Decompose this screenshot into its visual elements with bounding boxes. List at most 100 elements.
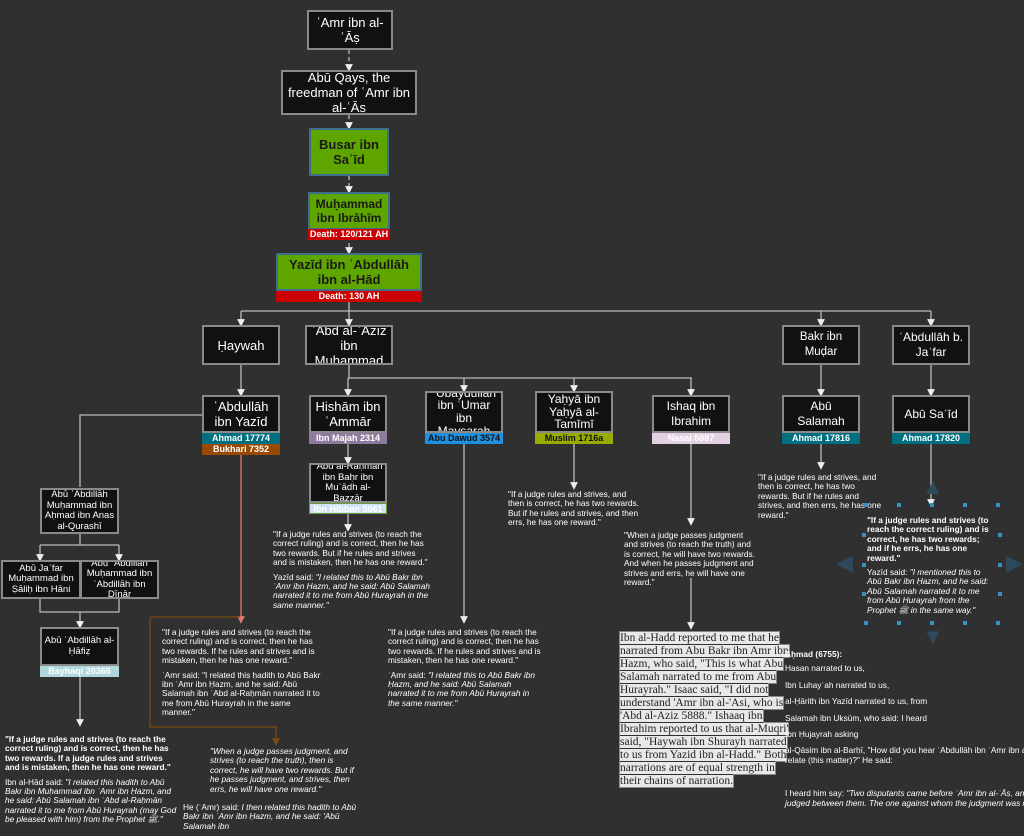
haywah-text: "When a judge passes judgment, and striv… bbox=[210, 746, 362, 799]
node-abu-abdillah-al-hafiz[interactable]: Abū ʿAbdillāh al-Ḥāfiẓ bbox=[40, 627, 119, 666]
node-label: Busar ibn Saʿīd bbox=[319, 137, 379, 167]
connect-arrow-down-icon[interactable]: ▼ bbox=[922, 624, 944, 649]
nasai-note-selected-text[interactable]: Ibn al-Hadd reported to me that he narra… bbox=[619, 631, 792, 788]
connect-arrow-left-icon[interactable]: ◀ bbox=[836, 550, 853, 575]
node-abd-al-rahman-ibn-bahr[interactable]: ʿAbd al-Raḥmān ibn Baḥr ibn Muʿādh al-Ba… bbox=[309, 463, 387, 503]
resize-handle[interactable] bbox=[963, 621, 967, 625]
resize-handle[interactable] bbox=[996, 621, 1000, 625]
node-abu-salamah[interactable]: Abū Salamah bbox=[782, 395, 860, 433]
node-label: Abū Salamah bbox=[797, 399, 845, 428]
quote-text: "Two disputants came before ʿAmr ibn al-… bbox=[785, 788, 1024, 808]
node-label: ʿUbaydullāh ibn ʿUmar ibn Maysarah bbox=[431, 391, 497, 433]
ahmad-17816-text: "If a judge rules and strives, and then … bbox=[758, 472, 886, 525]
note-quote: "I related this to Abū Bakr ibn Ḥazm, an… bbox=[388, 669, 535, 708]
connect-arrow-up-icon[interactable]: ▲ bbox=[922, 474, 944, 499]
resize-handle[interactable] bbox=[998, 533, 1002, 537]
chain-line: Salamah ibn Uksūm, who said: I heard bbox=[785, 712, 928, 723]
node-label: Yazīd ibn ʿAbdullāh ibn al-Hād bbox=[289, 257, 409, 287]
node-hisham-ibn-ammar[interactable]: Hishām ibn ʿAmmār bbox=[309, 395, 387, 433]
node-label: ʿAbdullāh ibn Yazīd bbox=[213, 399, 269, 429]
resize-handle[interactable] bbox=[862, 533, 866, 537]
resize-handle[interactable] bbox=[864, 503, 868, 507]
resize-handle[interactable] bbox=[897, 503, 901, 507]
matn-text: "When a judge passes judgment, and striv… bbox=[210, 746, 362, 794]
node-label: Yaḥyā ibn Yaḥyā al-Tamīmī bbox=[547, 392, 601, 432]
badge-ahmad-17820[interactable]: Ahmad 17820 bbox=[892, 433, 970, 444]
node-abu-jafar[interactable]: Abū Jaʿfar Muḥammad ibn Ṣāliḥ ibn Hāni bbox=[1, 560, 81, 599]
muslim-text: "If a judge rules and strives, and then … bbox=[508, 489, 643, 533]
node-label: ʿAbd al-ʿAzīz ibn Muḥammad bbox=[311, 325, 387, 365]
abu-dawud-text: "If a judge rules and strives (to reach … bbox=[388, 627, 543, 713]
matn-text: "If a judge rules and strives (to reach … bbox=[867, 515, 989, 563]
selected-text: Ibn al-Hadd reported to me that he narra… bbox=[619, 631, 790, 788]
note-quote: "I related this to Abū Bakr ibn ʿAmr ibn… bbox=[273, 571, 430, 610]
note-text: ʿAmr said: "I related this ḥadith to Abū… bbox=[162, 669, 321, 718]
resize-handle[interactable] bbox=[930, 503, 934, 507]
note-quote: "I mentioned this to Abū Bakr ibn Ḥazm, … bbox=[867, 567, 989, 615]
chain-line: Hasan narrated to us, bbox=[785, 663, 865, 674]
badge-bukhari-7352[interactable]: Bukhari 7352 bbox=[202, 444, 280, 455]
node-busar[interactable]: Busar ibn Saʿīd bbox=[309, 128, 389, 176]
node-amr-ibn-al-as[interactable]: ʿAmr ibn al-ʿĀṣ bbox=[307, 10, 393, 50]
note-prefix: Ibn al-Hād said: bbox=[5, 776, 66, 787]
resize-handle[interactable] bbox=[930, 621, 934, 625]
node-abu-said[interactable]: Abū Saʿīd bbox=[892, 395, 970, 433]
node-label: Hishām ibn ʿAmmār bbox=[315, 399, 381, 429]
matn-text: "If a judge rules and strives (to reach … bbox=[162, 627, 315, 666]
node-label: ʿAbdullāh b. Jaʿfar bbox=[898, 330, 964, 359]
node-abu-abdillah-ibn-dinar[interactable]: Abū ʿAbdillāh Muḥammad ibn ʿAbdillāh ibn… bbox=[80, 560, 159, 599]
node-qurashi[interactable]: Abū ʿAbdillāh Muḥammad ibn Aḥmad ibn Ana… bbox=[40, 488, 119, 534]
node-abu-qays[interactable]: Abū Qays, the freedman of ʿAmr ibn al-ʿĀ… bbox=[281, 70, 417, 115]
node-label: Muḥammad ibn Ibrāhīm bbox=[315, 197, 383, 225]
badge-ibn-hibban-5061[interactable]: Ibn Hibban 5061 bbox=[309, 503, 387, 514]
note-text: Yazīd said: "I mentioned this to Abū Bak… bbox=[867, 567, 995, 615]
node-bakr-ibn-mudar[interactable]: Bakr ibn Muḍar bbox=[782, 325, 860, 365]
node-label: ʿAmr ibn al-ʿĀṣ bbox=[316, 15, 384, 45]
node-label: Abū Saʿīd bbox=[904, 406, 958, 421]
note-text: Yazīd said: "I related this to Abū Bakr … bbox=[273, 571, 431, 611]
matn-text: "If a judge rules and strives (to reach … bbox=[273, 529, 428, 568]
resize-handle[interactable] bbox=[996, 503, 1000, 507]
ahmad-6755-text: Aḥmad (6755): Hasan narrated to us, Ibn … bbox=[785, 649, 1024, 813]
resize-handle[interactable] bbox=[862, 592, 866, 596]
matn-text: "If a judge rules and strives (to reach … bbox=[5, 734, 171, 773]
resize-handle[interactable] bbox=[864, 621, 868, 625]
badge-nasai-5887[interactable]: Nasai 5887 bbox=[652, 433, 730, 444]
badge-muslim-1716a[interactable]: Muslim 1716a bbox=[535, 433, 613, 444]
ibn-hibban-text: "If a judge rules and strives (to reach … bbox=[273, 529, 431, 615]
node-label: Abū ʿAbdillāh al-Ḥāfiẓ bbox=[44, 635, 115, 657]
matn-quote: "When a judge passes judgment, and striv… bbox=[210, 746, 354, 794]
connect-arrow-right-icon[interactable]: ▶ bbox=[1006, 550, 1023, 575]
resize-handle[interactable] bbox=[862, 563, 866, 567]
resize-handle[interactable] bbox=[998, 592, 1002, 596]
node-abdullah-ibn-yazid[interactable]: ʿAbdullāh ibn Yazīd bbox=[202, 395, 280, 433]
node-yazid-ibn-al-had[interactable]: Yazīd ibn ʿAbdullāh ibn al-Hād bbox=[276, 253, 422, 291]
matn-text: "If a judge rules and strives (to reach … bbox=[388, 627, 541, 666]
chain-line: al-Qāsim ibn al-Barḥī, "How did you hear… bbox=[785, 745, 1024, 765]
chain-line: al-Ḥārith ibn Yazīd narrated to us, from bbox=[785, 696, 928, 707]
node-label: Ishaq ibn Ibrahim bbox=[666, 399, 716, 428]
resize-handle[interactable] bbox=[963, 503, 967, 507]
chain-line: Ibn Ḥujayrah asking bbox=[785, 729, 859, 740]
note-text: Ibn al-Hād said: "I related this hadith … bbox=[5, 776, 177, 825]
badge-ahmad-17774[interactable]: Ahmad 17774 bbox=[202, 433, 280, 444]
node-ishaq-ibn-ibrahim[interactable]: Ishaq ibn Ibrahim bbox=[652, 395, 730, 433]
node-muhammad-ibn-ibrahim[interactable]: Muḥammad ibn Ibrāhīm bbox=[308, 192, 390, 230]
node-haywah[interactable]: Ḥaywah bbox=[202, 325, 280, 365]
resize-handle[interactable] bbox=[998, 563, 1002, 567]
node-label: Abū Jaʿfar Muḥammad ibn Ṣāliḥ ibn Hāni bbox=[8, 562, 74, 595]
badge-ibn-majah-2314[interactable]: Ibn Majah 2314 bbox=[309, 433, 387, 444]
node-ubaydullah[interactable]: ʿUbaydullāh ibn ʿUmar ibn Maysarah bbox=[425, 391, 503, 433]
node-abd-al-aziz[interactable]: ʿAbd al-ʿAzīz ibn Muḥammad bbox=[305, 325, 393, 365]
node-abdullah-b-jafar[interactable]: ʿAbdullāh b. Jaʿfar bbox=[892, 325, 970, 365]
quote-prefix: I heard him say: bbox=[785, 788, 847, 799]
resize-handle[interactable] bbox=[897, 621, 901, 625]
badge-abu-dawud-3574[interactable]: Abu Dawud 3574 bbox=[425, 433, 503, 444]
death-badge: Death: 130 AH bbox=[276, 291, 422, 302]
badge-ahmad-17816[interactable]: Ahmad 17816 bbox=[782, 433, 860, 444]
nasai-text: "When a judge passes judgment and strive… bbox=[624, 530, 756, 592]
node-yahya[interactable]: Yaḥyā ibn Yaḥyā al-Tamīmī bbox=[535, 391, 613, 433]
ahmad-17820-text-selected[interactable]: "If a judge rules and strives (to reach … bbox=[867, 515, 995, 620]
badge-bayhaqi-20366[interactable]: Bayhaqi 20366 bbox=[40, 666, 119, 677]
